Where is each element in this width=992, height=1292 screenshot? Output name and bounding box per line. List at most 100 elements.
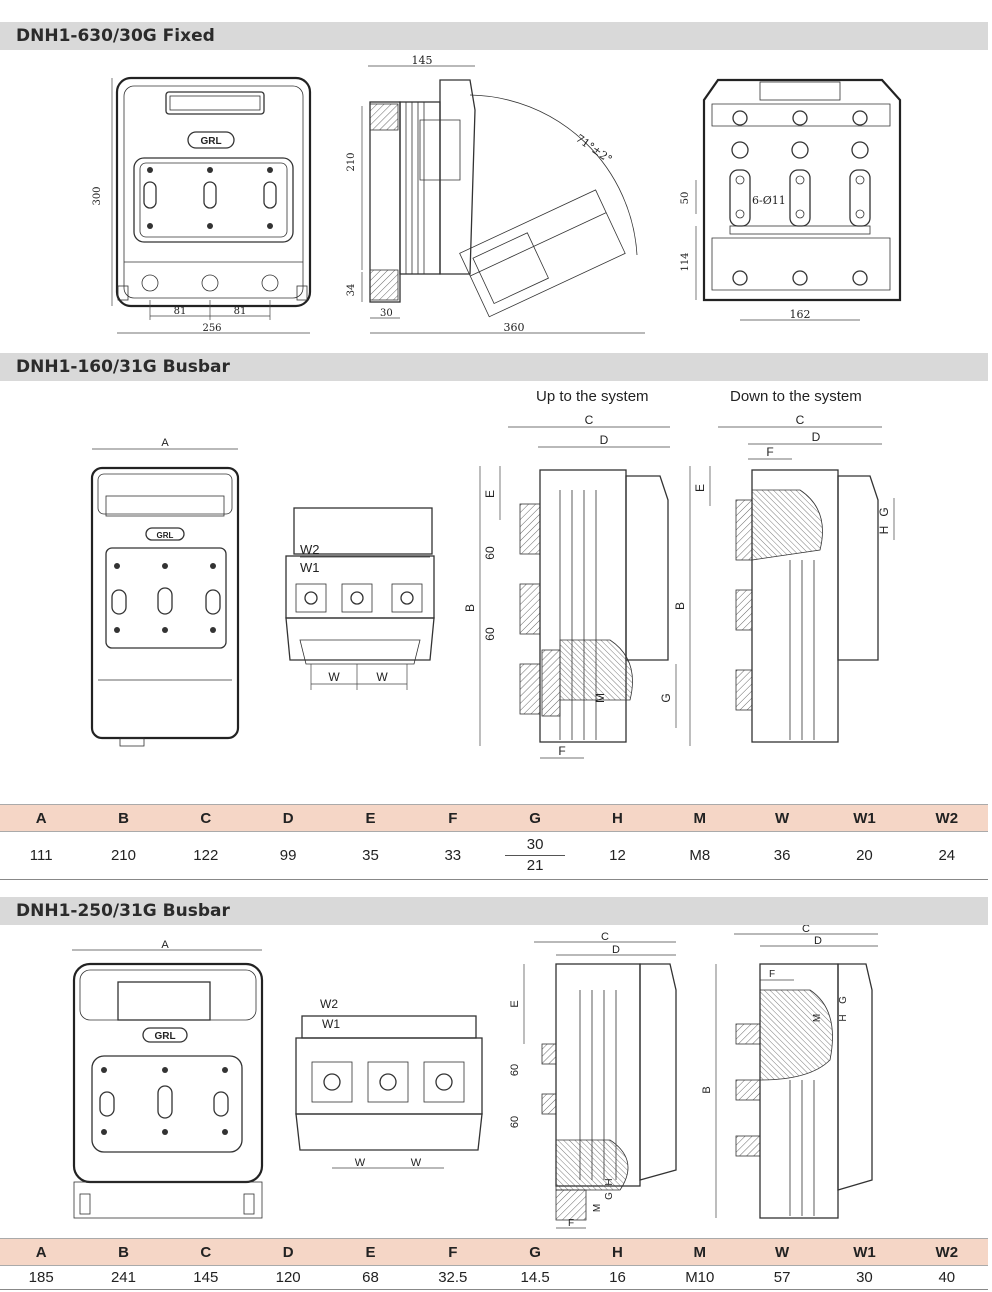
cell-fraction: 30 21 [493,831,577,880]
section-header-160: DNH1-160/31G Busbar [0,353,988,381]
dim-81-a: 81 [174,306,187,317]
cell: 12 [576,831,659,880]
svg-text:60: 60 [509,1116,521,1128]
svg-text:G: G [838,996,849,1004]
spec-table-250: A B C D E F G H M W W1 W2 185 241 145 12… [0,1238,988,1290]
cell: M10 [658,1265,741,1290]
section-title: DNH1-630/30G Fixed [16,26,215,46]
col-header: H [576,1238,659,1266]
dim-30: 30 [380,308,393,319]
g-bottom: 21 [526,857,544,874]
col-header: W [740,1238,824,1266]
col-header: F [411,804,494,832]
section-title: DNH1-250/31G Busbar [16,901,230,921]
s3-top-view: W2 W1 W W [295,997,483,1169]
cell: 111 [0,831,83,880]
s2-front-view: A GRL [90,437,240,747]
cell: 36 [740,831,824,880]
col-header: E [329,1238,412,1266]
cell: 99 [246,831,330,880]
svg-text:D: D [612,944,620,956]
svg-text:E: E [509,1000,521,1007]
svg-text:60: 60 [509,1064,521,1076]
svg-text:G: G [604,1192,615,1200]
col-header: F [411,1238,494,1266]
logo-text: GRL [200,136,221,147]
dim-holes: 6-Ø11 [752,194,786,207]
cell: 185 [0,1265,83,1290]
svg-text:A: A [161,939,169,951]
svg-text:H: H [838,1014,849,1021]
caption-up-to-system: Up to the system [536,388,649,405]
dim-300: 300 [92,186,103,205]
col-header: M [658,1238,741,1266]
col-header: E [329,804,412,832]
svg-text:60: 60 [483,546,497,560]
col-header: W1 [823,1238,906,1266]
dim-256: 256 [202,323,221,334]
svg-text:H: H [604,1178,615,1185]
col-header: G [493,1238,577,1266]
s3-front-view: A GRL [72,939,264,1219]
svg-text:C: C [796,413,805,427]
svg-text:M: M [812,1014,823,1022]
dim-210: 210 [346,152,357,171]
cell: 24 [905,831,988,880]
svg-text:F: F [769,969,775,980]
s1-rear-view: 6-Ø11 50 114 162 [680,78,902,321]
cell: 120 [246,1265,330,1290]
col-header: B [82,804,165,832]
table-row: 111 210 122 99 35 33 30 21 12 M8 36 20 2… [0,831,988,880]
cell: 30 [823,1265,906,1290]
svg-text:F: F [568,1218,574,1229]
table-row: 185 241 145 120 68 32.5 14.5 16 M10 57 3… [0,1265,988,1290]
col-header: H [576,804,659,832]
s1-front-view: GRL 300 81 81 256 [92,76,312,334]
cell: 32.5 [411,1265,494,1290]
col-header: B [82,1238,165,1266]
caption-down-to-system: Down to the system [730,388,862,405]
col-header: W1 [823,804,906,832]
svg-text:M: M [592,1204,603,1212]
col-header: A [0,804,83,832]
col-header: W [740,804,824,832]
cell: 40 [905,1265,988,1290]
svg-text:D: D [600,433,609,447]
col-header: W2 [905,1238,988,1266]
svg-text:M: M [593,693,607,703]
cell: 241 [82,1265,165,1290]
col-header: D [246,804,330,832]
cell: 35 [329,831,412,880]
svg-text:G: G [659,693,673,702]
svg-text:60: 60 [483,627,497,641]
label-W: W [328,670,340,684]
table-header-row: A B C D E F G H M W W1 W2 [0,1238,988,1266]
col-header: W2 [905,804,988,832]
svg-text:B: B [463,604,477,612]
g-top: 30 [504,835,566,856]
cell: 145 [164,1265,247,1290]
section-header-630: DNH1-630/30G Fixed [0,22,988,50]
cell: 14.5 [493,1265,577,1290]
dim-81-b: 81 [234,306,247,317]
svg-text:H: H [877,526,891,535]
s2-side-view-down: C D F B E G H [673,413,895,746]
dim-360: 360 [504,321,525,334]
cell: 57 [740,1265,824,1290]
cell: M8 [658,831,741,880]
spec-table-160: A B C D E F G H M W W1 W2 111 210 122 99… [0,804,988,880]
svg-text:E: E [483,490,497,498]
label-W1: W1 [300,560,320,575]
s3-side-view-up: C D E 60 60 M G H F [509,931,677,1229]
svg-text:W: W [355,1157,366,1169]
dim-162: 162 [790,308,811,321]
svg-text:B: B [673,602,687,610]
section-header-250: DNH1-250/31G Busbar [0,897,988,925]
cell: 16 [576,1265,659,1290]
s3-side-view-down: C D F B M G H [701,923,878,1219]
svg-text:W: W [376,670,388,684]
svg-text:C: C [585,413,594,427]
svg-text:C: C [601,931,609,943]
cell: 33 [411,831,494,880]
svg-text:W1: W1 [322,1017,340,1031]
